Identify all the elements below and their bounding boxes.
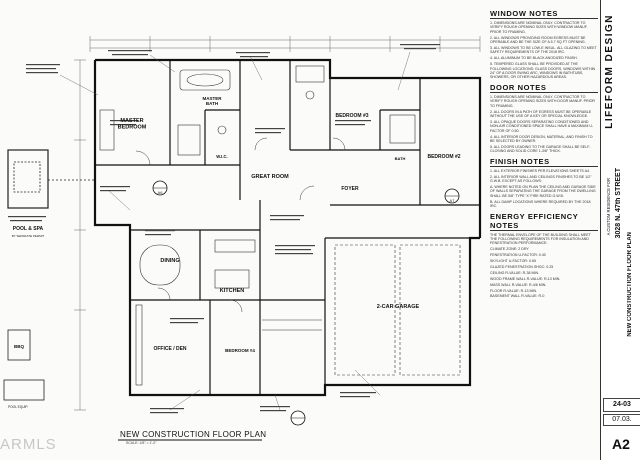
- room-label-bath-2: BATH: [395, 156, 406, 161]
- door-swings: [135, 137, 346, 313]
- callout-leaders: [59, 51, 411, 411]
- room-label-bedroom-3: BEDROOM #3: [335, 113, 368, 119]
- energy-notes-heading: ENERGY EFFICIENCY NOTES: [490, 212, 598, 231]
- section-a6-label: A6: [158, 190, 164, 195]
- room-label-bedroom-2: BEDROOM #2: [427, 154, 460, 160]
- energy-note: FENESTRATION U-FACTOR: 0.40: [490, 253, 546, 258]
- door-note: 4. ALL INTERIOR DOOR DESIGN, MATERIAL, A…: [490, 134, 593, 144]
- plan-scale: SCALE: 1/8" = 1'-0": [126, 441, 157, 445]
- room-label-bedroom-4: BEDROOM #4: [225, 348, 255, 353]
- door-note: 5. ALL DOORS LEADING TO THE GARAGE SHALL…: [490, 144, 591, 154]
- door-notes-heading: DOOR NOTES: [490, 83, 598, 93]
- sheet-number: A2: [612, 436, 630, 452]
- window-notes-heading: WINDOW NOTES: [490, 9, 598, 19]
- fixtures: [99, 65, 461, 386]
- finish-note: B. ALL DAMP LOCATIONS WHERE REQUIRED BY …: [490, 199, 591, 209]
- notes-column: WINDOW NOTES 1. DIMENSIONS ARE NOMINAL O…: [490, 6, 598, 414]
- title-block: LIFEFORM DESIGN A CUSTOM RESIDENCE FOR 3…: [600, 0, 640, 460]
- window-notes-list: 1. DIMENSIONS ARE NOMINAL ONLY. CONTRACT…: [490, 21, 598, 80]
- site-elements: [3, 149, 95, 401]
- room-label-dining: DINING: [160, 258, 179, 264]
- sheet-date: 07.03.: [603, 414, 640, 426]
- energy-note: THE THERMAL ENVELOPE OF THE BUILDING SHA…: [490, 232, 591, 246]
- exterior-walls: [93, 58, 482, 397]
- energy-note: CEILING R-VALUE: R-38 MIN.: [490, 270, 540, 275]
- finish-note: 2. ALL INTERIOR WALL AND CEILINGS FINISH…: [490, 174, 592, 184]
- section-marker-a6: A6: [152, 180, 168, 196]
- pool-equipment-label: POOL EQUIP.: [8, 405, 28, 409]
- finish-note: 1. ALL EXTERIOR FINISHES PER ELEVATIONS …: [490, 168, 590, 173]
- section-marker-bottom: [290, 410, 306, 426]
- door-notes-list: 1. DIMENSIONS ARE NOMINAL ONLY. CONTRACT…: [490, 95, 598, 154]
- room-label-garage: 2-CAR GARAGE: [377, 304, 420, 310]
- room-label-bbq: BBQ: [14, 344, 24, 349]
- finish-notes-list: 1. ALL EXTERIOR FINISHES PER ELEVATIONS …: [490, 169, 598, 209]
- window-note: 4. ALL ALUMINUM TO BE BLACK ANODIZED FIN…: [490, 56, 578, 61]
- energy-note: SKYLIGHT U-FACTOR: 0.65: [490, 259, 537, 264]
- sheet-name: NEW CONSTRUCTION FLOOR PLAN: [627, 232, 633, 337]
- room-label-foyer: FOYER: [341, 186, 359, 192]
- door-note: 1. DIMENSIONS ARE NOMINAL ONLY. CONTRACT…: [490, 94, 595, 108]
- mls-watermark: ARMLS: [0, 436, 57, 453]
- room-label-great-room: GREAT ROOM: [251, 174, 289, 180]
- project-label: A CUSTOM RESIDENCE FOR: [606, 178, 611, 236]
- room-label-kitchen: KITCHEN: [220, 288, 244, 294]
- energy-notes-list: THE THERMAL ENVELOPE OF THE BUILDING SHA…: [490, 233, 598, 299]
- section-marker-a7: A7: [444, 188, 460, 204]
- room-label-wic: W.I.C.: [216, 154, 227, 159]
- door-note: 2. ALL DOORS IN A PATH OF EGRESS MUST BE…: [490, 109, 592, 118]
- section-a7-label: A7: [450, 198, 456, 203]
- job-number: 24-03: [603, 398, 640, 412]
- plan-title: NEW CONSTRUCTION FLOOR PLAN: [120, 430, 267, 439]
- project-address: 3028 N. 47th STREET: [615, 168, 622, 239]
- finish-notes-heading: FINISH NOTES: [490, 157, 598, 167]
- window-note: 3. ALL WINDOWS TO BE LOW-E INSUL. ALL GL…: [490, 46, 597, 55]
- finish-note: A. WHERE NOTED ON PLAN THE CEILING AND G…: [490, 184, 596, 198]
- window-note: 1. DIMENSIONS ARE NOMINAL ONLY. CONTRACT…: [490, 21, 588, 34]
- energy-note: CLIMATE ZONE: 2 DRY: [490, 247, 529, 252]
- window-note: 2. ALL WINDOWS PROVIDING ROOM EGRESS MUS…: [490, 35, 586, 45]
- energy-note: BASEMENT WALL R-VALUE: R-0: [490, 294, 545, 299]
- annotation-text-lines: [8, 44, 440, 414]
- room-label-pool-spa: POOL & SPA: [13, 226, 44, 232]
- firm-name: LIFEFORM DESIGN: [604, 14, 615, 129]
- door-note: 3. ALL OPAQUE DOORS SEPARATING CONDITION…: [490, 119, 594, 133]
- energy-note: WOOD FRAME WALL R-VALUE: R-13 MIN.: [490, 276, 561, 281]
- interior-walls: [95, 60, 480, 395]
- pool-permit-note: BY SEPARATE PERMIT: [12, 234, 45, 238]
- left-dimension-strings: [74, 59, 86, 411]
- energy-note: MASS WALL R-VALUE: R-4/6 MIN.: [490, 282, 547, 287]
- room-label-office-den: OFFICE / DEN: [153, 346, 186, 352]
- energy-note: GLAZED FENESTRATION SHGC: 0.25: [490, 264, 554, 269]
- energy-note: FLOOR R-VALUE: R-13 MIN.: [490, 288, 538, 293]
- window-note: 5. TEMPERED GLASS SHALL BE PROVIDED AT T…: [490, 62, 596, 80]
